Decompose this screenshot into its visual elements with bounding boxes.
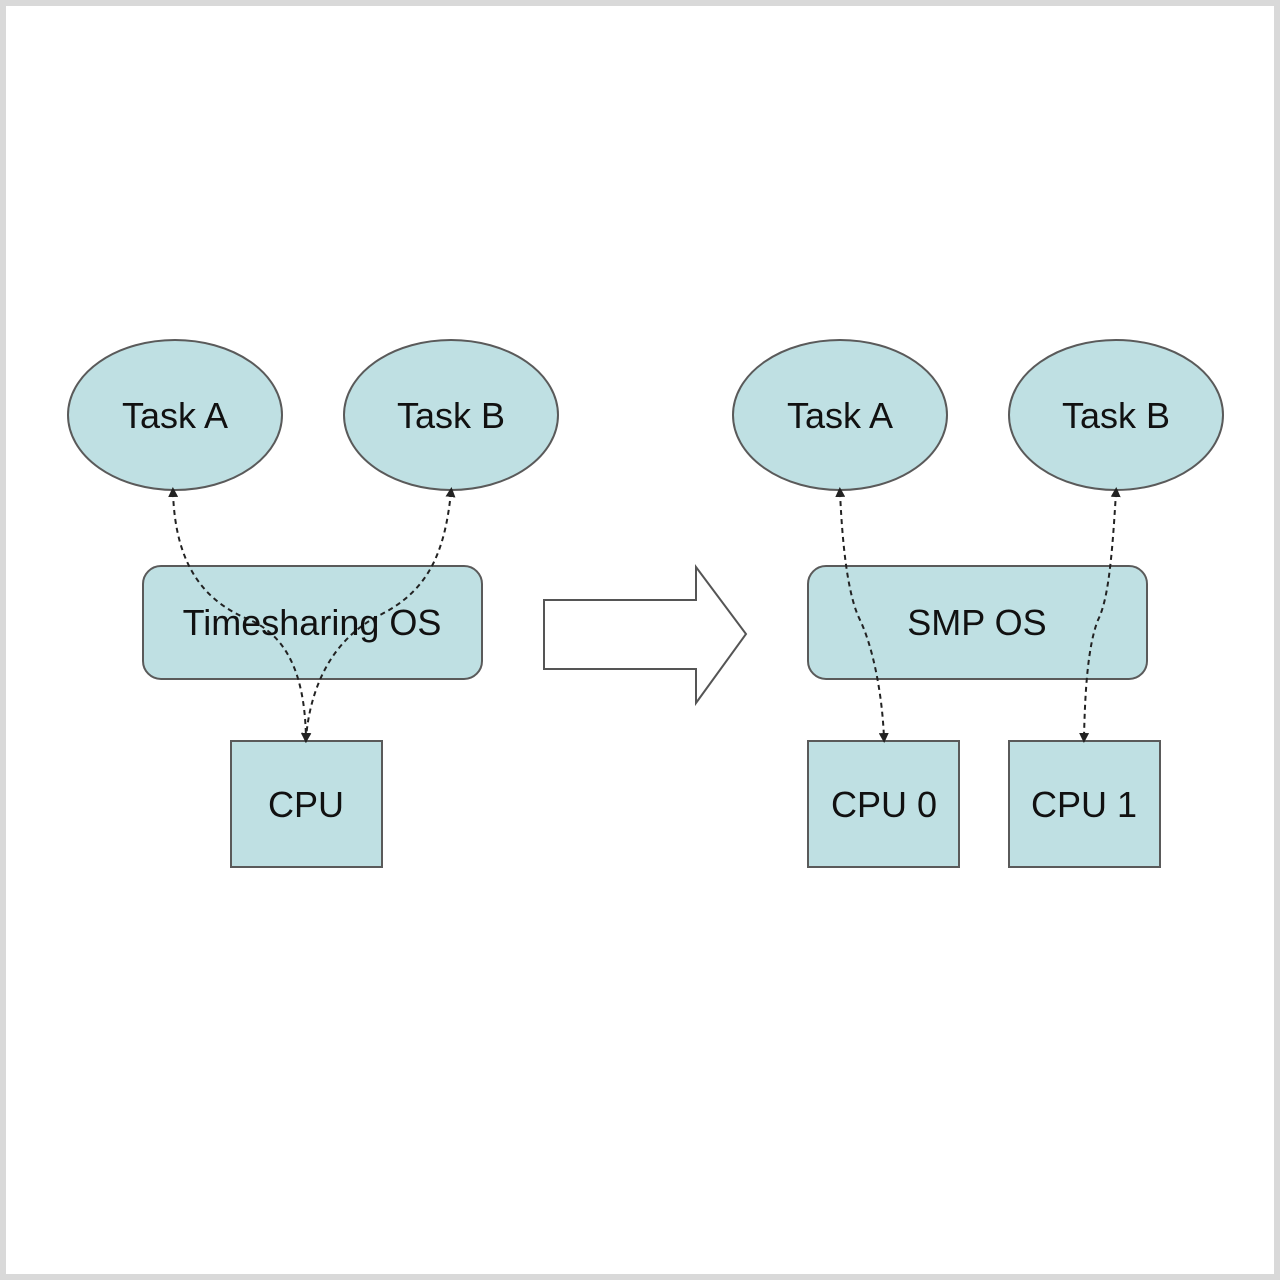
left-task-b-node: Task B xyxy=(343,339,559,491)
left-task-a-node: Task A xyxy=(67,339,283,491)
left-cpu-node: CPU xyxy=(230,740,383,868)
right-link-task-a-cpu0 xyxy=(835,487,889,743)
right-cpu1-label: CPU 1 xyxy=(1031,784,1137,825)
right-link-task-b-cpu1 xyxy=(1079,487,1121,743)
diagram-canvas: Task A Task B CPU Timesharing OS xyxy=(67,339,1224,868)
transition-arrow-icon xyxy=(543,563,748,707)
right-task-a-label: Task A xyxy=(787,395,893,436)
left-task-a-label: Task A xyxy=(122,395,228,436)
right-os-node xyxy=(807,565,1148,680)
right-cpu1-node: CPU 1 xyxy=(1008,740,1161,868)
right-cpu0-shape xyxy=(807,740,960,868)
left-cpu-shape xyxy=(230,740,383,868)
left-cpu-label: CPU xyxy=(268,784,344,825)
right-os-label: SMP OS xyxy=(907,602,1046,643)
right-cpu1-shape xyxy=(1008,740,1161,868)
right-task-a-node: Task A xyxy=(732,339,948,491)
left-os-label: Timesharing OS xyxy=(183,602,442,643)
right-task-b-label: Task B xyxy=(1062,395,1170,436)
right-os-shape xyxy=(807,565,1148,680)
right-cpu0-label: CPU 0 xyxy=(831,784,937,825)
left-task-b-label: Task B xyxy=(397,395,505,436)
left-panel: Task A Task B CPU Timesharing OS xyxy=(67,339,559,868)
right-cpu0-node: CPU 0 xyxy=(807,740,960,868)
left-link-task-b-cpu xyxy=(301,487,456,743)
right-panel: Task A Task B CPU 0 CPU 1 SMP OS xyxy=(732,339,1224,868)
right-task-b-node: Task B xyxy=(1008,339,1224,491)
